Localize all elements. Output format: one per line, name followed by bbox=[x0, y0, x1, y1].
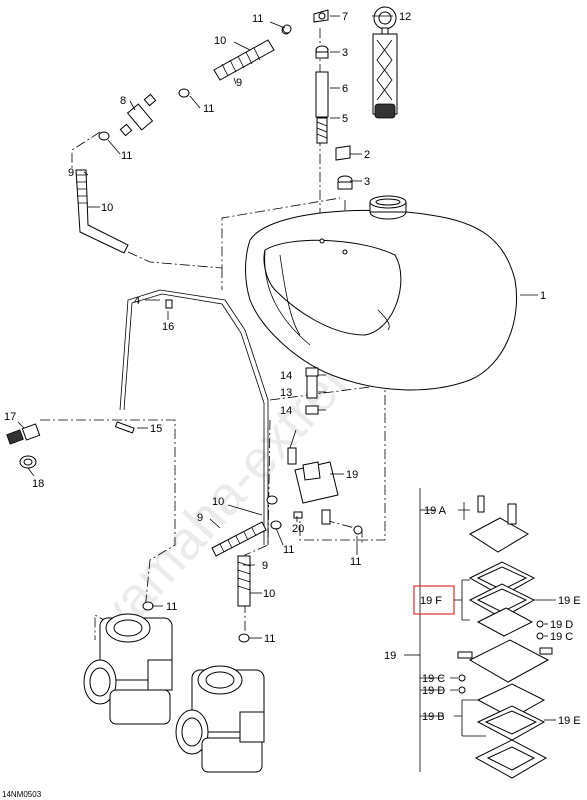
callout-13: 13 bbox=[280, 387, 292, 399]
pump-cover bbox=[469, 517, 529, 553]
callout-11: 11 bbox=[252, 13, 263, 25]
callout-10: 10 bbox=[101, 202, 113, 214]
callout-10: 10 bbox=[263, 588, 275, 600]
fuel-gauge-12 bbox=[372, 6, 398, 119]
callout-9: 9 bbox=[68, 167, 74, 179]
clip-20 bbox=[293, 511, 303, 519]
clamps-upper bbox=[98, 24, 292, 141]
callout-19: 19 bbox=[346, 469, 358, 481]
callout-12: 12 bbox=[399, 11, 411, 23]
callout-15: 15 bbox=[150, 423, 162, 435]
pump-body bbox=[468, 639, 550, 683]
callout-11: 11 bbox=[264, 633, 275, 645]
carburetor-right bbox=[175, 665, 265, 773]
callout-14: 14 bbox=[280, 370, 292, 382]
valve-plate bbox=[476, 607, 534, 637]
callout-10: 10 bbox=[214, 35, 226, 47]
callout-8: 8 bbox=[120, 95, 126, 107]
callout-3: 3 bbox=[342, 47, 348, 59]
callout-2: 2 bbox=[364, 149, 370, 161]
fuel-pump-19 bbox=[287, 429, 339, 525]
pin-15 bbox=[114, 421, 135, 434]
inset-19e-bottom: 19 E bbox=[558, 715, 581, 727]
callout-9: 9 bbox=[197, 512, 203, 524]
inset-19f: 19 F bbox=[420, 595, 442, 607]
clamps-lower bbox=[142, 525, 363, 643]
callout-16: 16 bbox=[162, 321, 174, 333]
pump-inset: 19 19 A 19 F 19 E 19 D 19 C bbox=[384, 488, 581, 779]
callout-11: 11 bbox=[283, 544, 294, 556]
inset-19b: 19 B bbox=[422, 711, 445, 723]
inset-19e-top: 19 E bbox=[558, 595, 581, 607]
callout-5: 5 bbox=[342, 113, 348, 125]
fitting-13-14 bbox=[305, 367, 319, 415]
callout-leaders bbox=[17, 15, 538, 639]
callout-11: 11 bbox=[350, 556, 361, 568]
clip-16 bbox=[165, 299, 173, 309]
inset-19c-bottom: 19 C bbox=[422, 673, 445, 685]
callout-11: 11 bbox=[166, 601, 177, 613]
vent-stack bbox=[313, 9, 353, 190]
inset-main-label: 19 bbox=[384, 650, 396, 662]
fitting-17-18 bbox=[6, 423, 41, 469]
inset-19d-top: 19 D bbox=[550, 619, 573, 631]
callout-labels: 1 2 3 3 4 5 6 7 8 9 9 9 9 10 10 10 10 11… bbox=[4, 11, 546, 645]
fuel-tank bbox=[245, 195, 518, 391]
callout-17: 17 bbox=[4, 411, 16, 423]
callout-1: 1 bbox=[540, 290, 546, 302]
diagram-code: 14NM0503 bbox=[2, 790, 42, 799]
lower-hose-right bbox=[237, 555, 251, 607]
callout-7: 7 bbox=[342, 11, 348, 23]
fuel-hose-4 bbox=[119, 289, 269, 545]
callout-20: 20 bbox=[292, 523, 304, 535]
callout-11: 11 bbox=[203, 103, 214, 115]
inset-19c-top: 19 C bbox=[550, 631, 573, 643]
lower-hose-center bbox=[211, 495, 282, 557]
callout-4: 4 bbox=[134, 295, 140, 307]
inset-19d-bottom: 19 D bbox=[422, 685, 445, 697]
screw-19a bbox=[477, 495, 485, 513]
callout-11: 11 bbox=[121, 150, 132, 162]
callout-14: 14 bbox=[280, 405, 292, 417]
callout-9: 9 bbox=[262, 560, 268, 572]
callout-3: 3 bbox=[364, 176, 370, 188]
inset-19a: 19 A bbox=[424, 505, 447, 517]
callout-6: 6 bbox=[342, 83, 348, 95]
callout-9: 9 bbox=[236, 77, 242, 89]
fuel-filter-8 bbox=[119, 93, 157, 137]
left-hose bbox=[75, 169, 129, 254]
callout-10: 10 bbox=[212, 496, 224, 508]
callout-18: 18 bbox=[32, 478, 44, 490]
carburetor-left bbox=[83, 613, 173, 725]
